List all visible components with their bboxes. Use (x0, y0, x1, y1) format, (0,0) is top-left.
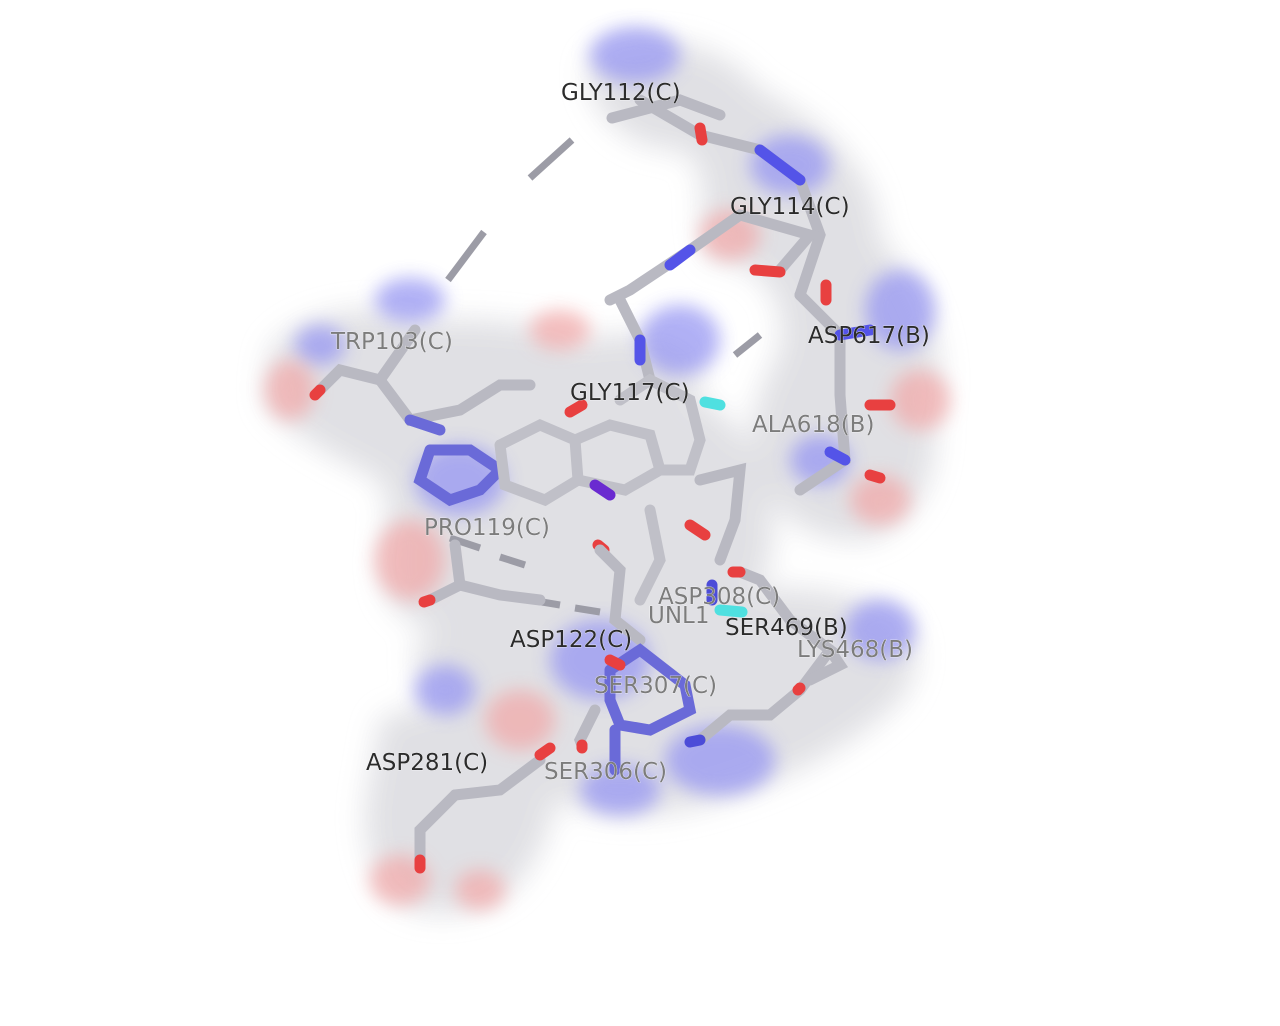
label-asp617: ASP617(B) (808, 323, 930, 349)
label-ser307: SER307(C) (594, 673, 717, 699)
label-gly112: GLY112(C) (561, 80, 681, 106)
label-lys468: LYS468(B) (797, 637, 913, 663)
residue-sticks (309, 94, 896, 874)
label-pro119: PRO119(C) (424, 515, 550, 541)
label-asp308: ASP308(C) (658, 584, 780, 610)
chain-break-dashes (445, 137, 763, 616)
label-gly114: GLY114(C) (730, 194, 850, 220)
label-trp103: TRP103(C) (330, 329, 453, 355)
label-asp122: ASP122(C) (510, 627, 632, 653)
label-ala618: ALA618(B) (752, 412, 874, 438)
label-gly117: GLY117(C) (570, 380, 690, 406)
label-asp281: ASP281(C) (366, 750, 488, 776)
molecular-surface (265, 27, 950, 914)
label-unl1: UNL1 (648, 603, 710, 629)
residue-labels: GLY112(C) GLY114(C) ASP617(B) TRP103(C) … (330, 80, 930, 786)
label-ser469: SER469(B) (725, 615, 848, 641)
label-ser306: SER306(C) (544, 759, 667, 785)
